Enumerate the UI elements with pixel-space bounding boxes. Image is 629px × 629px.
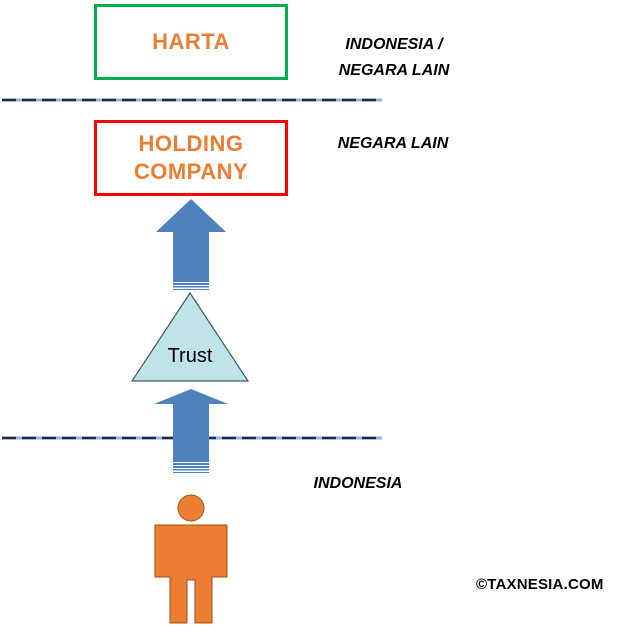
- country-label-top: INDONESIA / NEGARA LAIN: [318, 32, 470, 84]
- holding-company-label-line1: HOLDING: [138, 131, 244, 156]
- country-label-bottom: INDONESIA: [313, 475, 403, 492]
- country-label-middle: NEGARA LAIN: [337, 135, 449, 152]
- asset-box: HARTA: [94, 4, 288, 80]
- trust-label: Trust: [167, 345, 213, 367]
- country-label-top-line1: INDONESIA /: [345, 36, 443, 53]
- holding-company-label-line2: COMPANY: [133, 159, 249, 184]
- person-icon: [154, 494, 228, 624]
- up-arrow-icon: [154, 389, 228, 473]
- holding-company-box: HOLDING COMPANY: [94, 120, 288, 196]
- asset-box-label: HARTA: [152, 29, 230, 54]
- country-label-top-line2: NEGARA LAIN: [338, 62, 450, 79]
- trust-triangle: [130, 291, 250, 382]
- copyright-text: ©TAXNESIA.COM: [476, 576, 604, 593]
- up-arrow-icon: [156, 199, 226, 290]
